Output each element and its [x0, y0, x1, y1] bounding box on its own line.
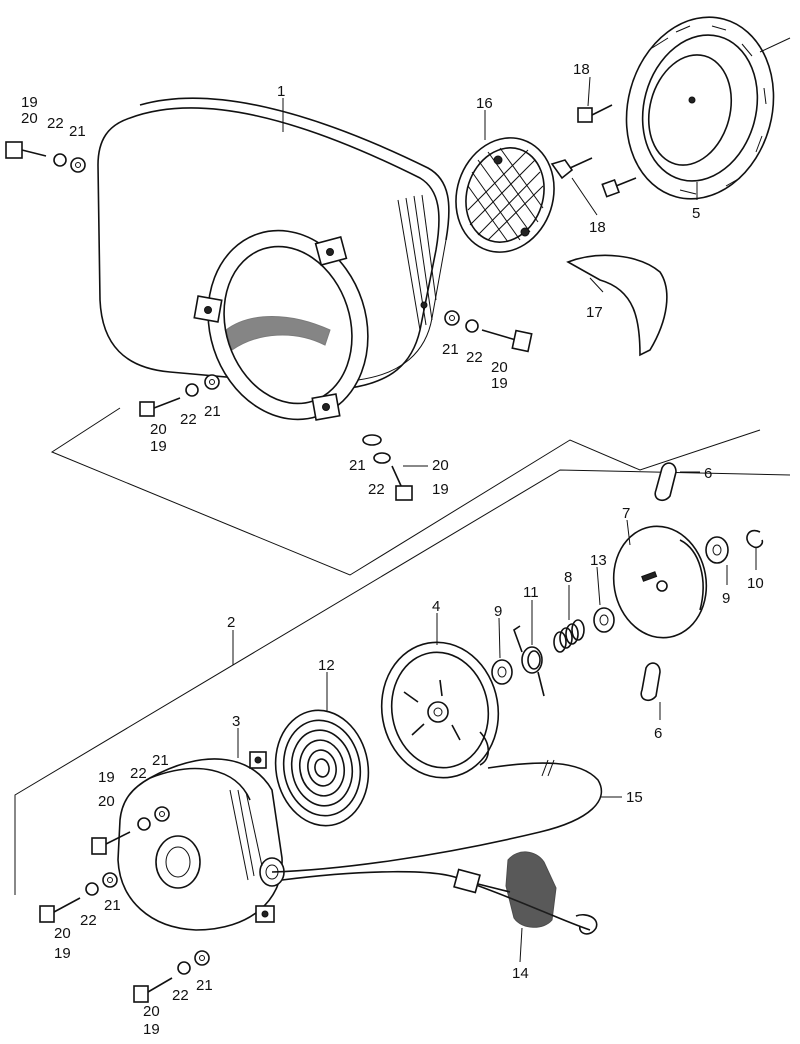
ratchet-upper	[654, 462, 677, 502]
callout-19-r: 19	[491, 375, 508, 392]
callout-20-r: 20	[491, 359, 508, 376]
bolt-set-case-top	[91, 806, 170, 855]
spring-11	[513, 625, 545, 697]
callout-22-r: 22	[466, 349, 483, 366]
callout-21-ll: 21	[204, 403, 221, 420]
callout-19-cl: 19	[143, 1021, 160, 1038]
fan-cover-housing	[97, 97, 450, 421]
callout-22-tl: 22	[47, 115, 64, 132]
callout-9-lower: 9	[494, 603, 502, 620]
spring-8	[553, 619, 585, 653]
callout-22-bc: 22	[368, 481, 385, 498]
callout-20-ct: 20	[98, 793, 115, 810]
washer-9-upper	[705, 536, 729, 564]
callout-22-ll: 22	[180, 411, 197, 428]
cooling-fan	[625, 16, 791, 200]
callout-19-cm: 19	[54, 945, 71, 962]
callout-14: 14	[512, 965, 529, 982]
callout-3: 3	[232, 713, 240, 730]
callout-1: 1	[277, 83, 285, 100]
callout-20-cm: 20	[54, 925, 71, 942]
callout-22-cm: 22	[80, 912, 97, 929]
callout-21-tl: 21	[69, 123, 86, 140]
callout-21-cl: 21	[196, 977, 213, 994]
friction-plate	[612, 525, 708, 639]
screen-grille	[455, 137, 555, 253]
starter-grip	[453, 851, 598, 935]
callout-10: 10	[747, 575, 764, 592]
callout-8: 8	[564, 569, 572, 586]
gasket	[566, 254, 668, 357]
callout-20-bc: 20	[432, 457, 449, 474]
callout-20-ll: 20	[150, 421, 167, 438]
callout-22-ct: 22	[130, 765, 147, 782]
callout-19-bc: 19	[432, 481, 449, 498]
callout-5: 5	[692, 205, 700, 222]
bolt-18-low	[601, 177, 637, 198]
recoil-reel	[380, 641, 500, 779]
bolt-set-bottom	[362, 434, 413, 501]
ratchet-lower	[640, 662, 661, 702]
starter-case	[117, 751, 285, 931]
callout-20-tl: 20	[21, 110, 38, 127]
recoil-spring	[274, 709, 370, 827]
clip-10	[746, 529, 764, 549]
callout-4: 4	[432, 598, 440, 615]
callout-22-cl: 22	[172, 987, 189, 1004]
callout-18-bottom: 18	[589, 219, 606, 236]
callout-7: 7	[622, 505, 630, 522]
upper-group-frame	[50, 407, 761, 576]
bolt-set-case-mid	[39, 872, 118, 923]
callout-21-cm: 21	[104, 897, 121, 914]
bolt-set-right	[444, 310, 533, 353]
callout-2: 2	[227, 614, 235, 631]
callout-9-upper: 9	[722, 590, 730, 607]
callout-16: 16	[476, 95, 493, 112]
bolt-set-top-left	[5, 141, 86, 173]
callout-13: 13	[590, 552, 607, 569]
callout-6-lower: 6	[654, 725, 662, 742]
callout-17: 17	[586, 304, 603, 321]
callout-18-top: 18	[573, 61, 590, 78]
bolt-set-lower-left	[139, 374, 220, 417]
callout-19-ll: 19	[150, 438, 167, 455]
callout-6-upper: 6	[704, 465, 712, 482]
callout-21-bc: 21	[349, 457, 366, 474]
callout-19-ct: 19	[98, 769, 115, 786]
bolt-18-mid	[550, 157, 593, 180]
bolt-18-top	[577, 104, 613, 123]
callout-11: 11	[523, 584, 539, 601]
callout-labels: 1 2 3 4 5 6 6 7 8 9 9 10 11 12 13 14 15 …	[21, 61, 764, 1038]
callout-21-r: 21	[442, 341, 459, 358]
bolt-set-case-low	[133, 950, 210, 1003]
callout-21-ct: 21	[152, 752, 169, 769]
callout-12: 12	[318, 657, 335, 674]
washer-9-lower	[491, 659, 513, 685]
callout-19-tl: 19	[21, 94, 38, 111]
leader-lines	[232, 76, 757, 963]
callout-20-cl: 20	[143, 1003, 160, 1020]
callout-15: 15	[626, 789, 643, 806]
washer-13	[593, 607, 615, 633]
